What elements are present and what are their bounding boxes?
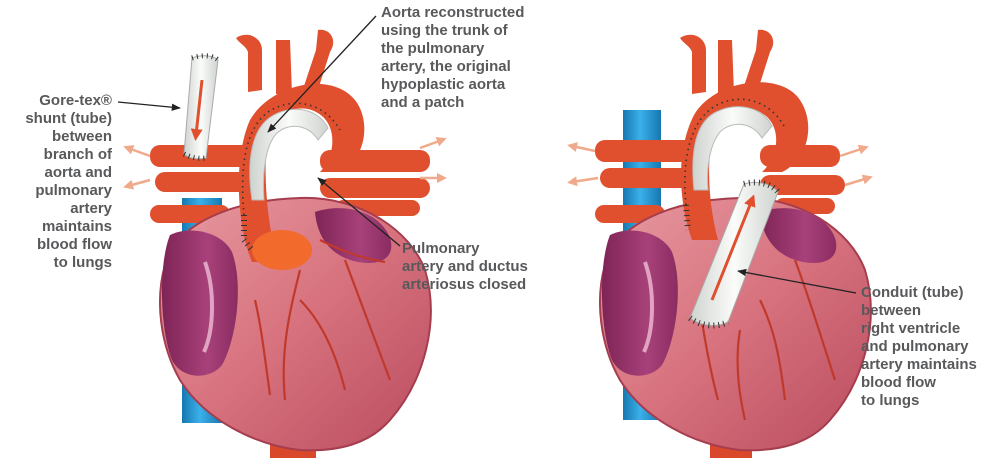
label-line: between xyxy=(0,128,112,146)
label-line: blood flow xyxy=(861,374,977,392)
label-line: branch of xyxy=(0,146,112,164)
goretex-shunt-tube xyxy=(184,56,218,159)
label-line: aorta and xyxy=(0,164,112,182)
label-line: to lungs xyxy=(861,392,977,410)
right-atrium-right xyxy=(602,230,678,375)
label-line: right ventricle xyxy=(861,320,977,338)
label-line: pulmonary xyxy=(0,182,112,200)
label-line: artery and ductus xyxy=(402,258,528,276)
label-line: to lungs xyxy=(0,254,112,272)
leader-goretex xyxy=(118,102,180,108)
label-line: Gore-tex® xyxy=(0,92,112,110)
label-line: arteriosus closed xyxy=(402,276,528,294)
right-heart xyxy=(572,30,871,458)
label-line: artery maintains xyxy=(861,356,977,374)
label-line: Pulmonary xyxy=(402,240,528,258)
label-line: and a patch xyxy=(381,94,524,112)
neo-aorta-base-left xyxy=(252,230,312,270)
label-line: Conduit (tube) xyxy=(861,284,977,302)
label-line: and pulmonary xyxy=(861,338,977,356)
label-line: maintains xyxy=(0,218,112,236)
label-line: Aorta reconstructed xyxy=(381,4,524,22)
label-line: hypoplastic aorta xyxy=(381,76,524,94)
right-atrium-left xyxy=(162,230,238,375)
label-line: between xyxy=(861,302,977,320)
label-line: artery, the original xyxy=(381,58,524,76)
label-line: using the trunk of xyxy=(381,22,524,40)
label-line: the pulmonary xyxy=(381,40,524,58)
label-line: blood flow xyxy=(0,236,112,254)
label-line: shunt (tube) xyxy=(0,110,112,128)
label-line: artery xyxy=(0,200,112,218)
